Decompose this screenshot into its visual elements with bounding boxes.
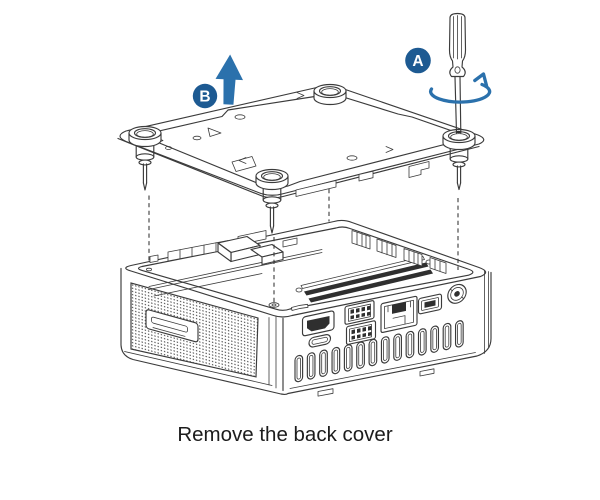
rim-tab	[291, 303, 309, 311]
board-connectors	[217, 235, 298, 266]
cover-outline	[119, 85, 485, 196]
usb-c-port	[308, 334, 332, 348]
usb-a-port-top	[344, 300, 375, 325]
hdmi-port	[301, 310, 335, 337]
standoff-back	[313, 83, 347, 106]
rotate-arrow-icon	[429, 72, 492, 104]
lift-arrow-icon	[215, 54, 244, 105]
step-a-label: A	[412, 53, 423, 70]
cover-edge-tabs	[295, 161, 430, 197]
screw-boss	[268, 302, 280, 308]
mesh-slot-recess	[145, 309, 199, 343]
cover-standoffs	[128, 83, 476, 234]
rear-io-panel	[294, 283, 467, 383]
vent-grille	[294, 320, 464, 383]
chassis-illustration	[120, 219, 492, 397]
mesh-slot	[151, 316, 188, 333]
step-a-badge: A	[405, 47, 431, 74]
standoff-right	[442, 128, 476, 191]
motherboard	[148, 230, 447, 308]
rim-screw-hole	[145, 267, 152, 272]
standoff-left	[128, 125, 162, 191]
screw-right	[449, 148, 469, 191]
alignment-dashed-lines	[148, 189, 459, 302]
screw-front	[262, 188, 282, 234]
back-cover-plate	[117, 83, 485, 234]
chassis-foot	[317, 388, 334, 397]
power-jack	[447, 283, 467, 304]
ram-modules	[295, 256, 433, 303]
screw-left	[135, 145, 155, 191]
step-b-badge: B	[192, 83, 218, 109]
mesh-panel	[130, 282, 259, 378]
chassis-foot	[419, 368, 435, 377]
step-b-label: B	[199, 89, 210, 106]
standoff-front	[255, 168, 289, 234]
mini-dp-port	[417, 293, 443, 315]
rear-wall-connectors	[351, 230, 447, 274]
figure-caption: Remove the back cover	[177, 423, 393, 446]
ethernet-port	[380, 295, 418, 334]
screwdriver	[448, 12, 467, 134]
